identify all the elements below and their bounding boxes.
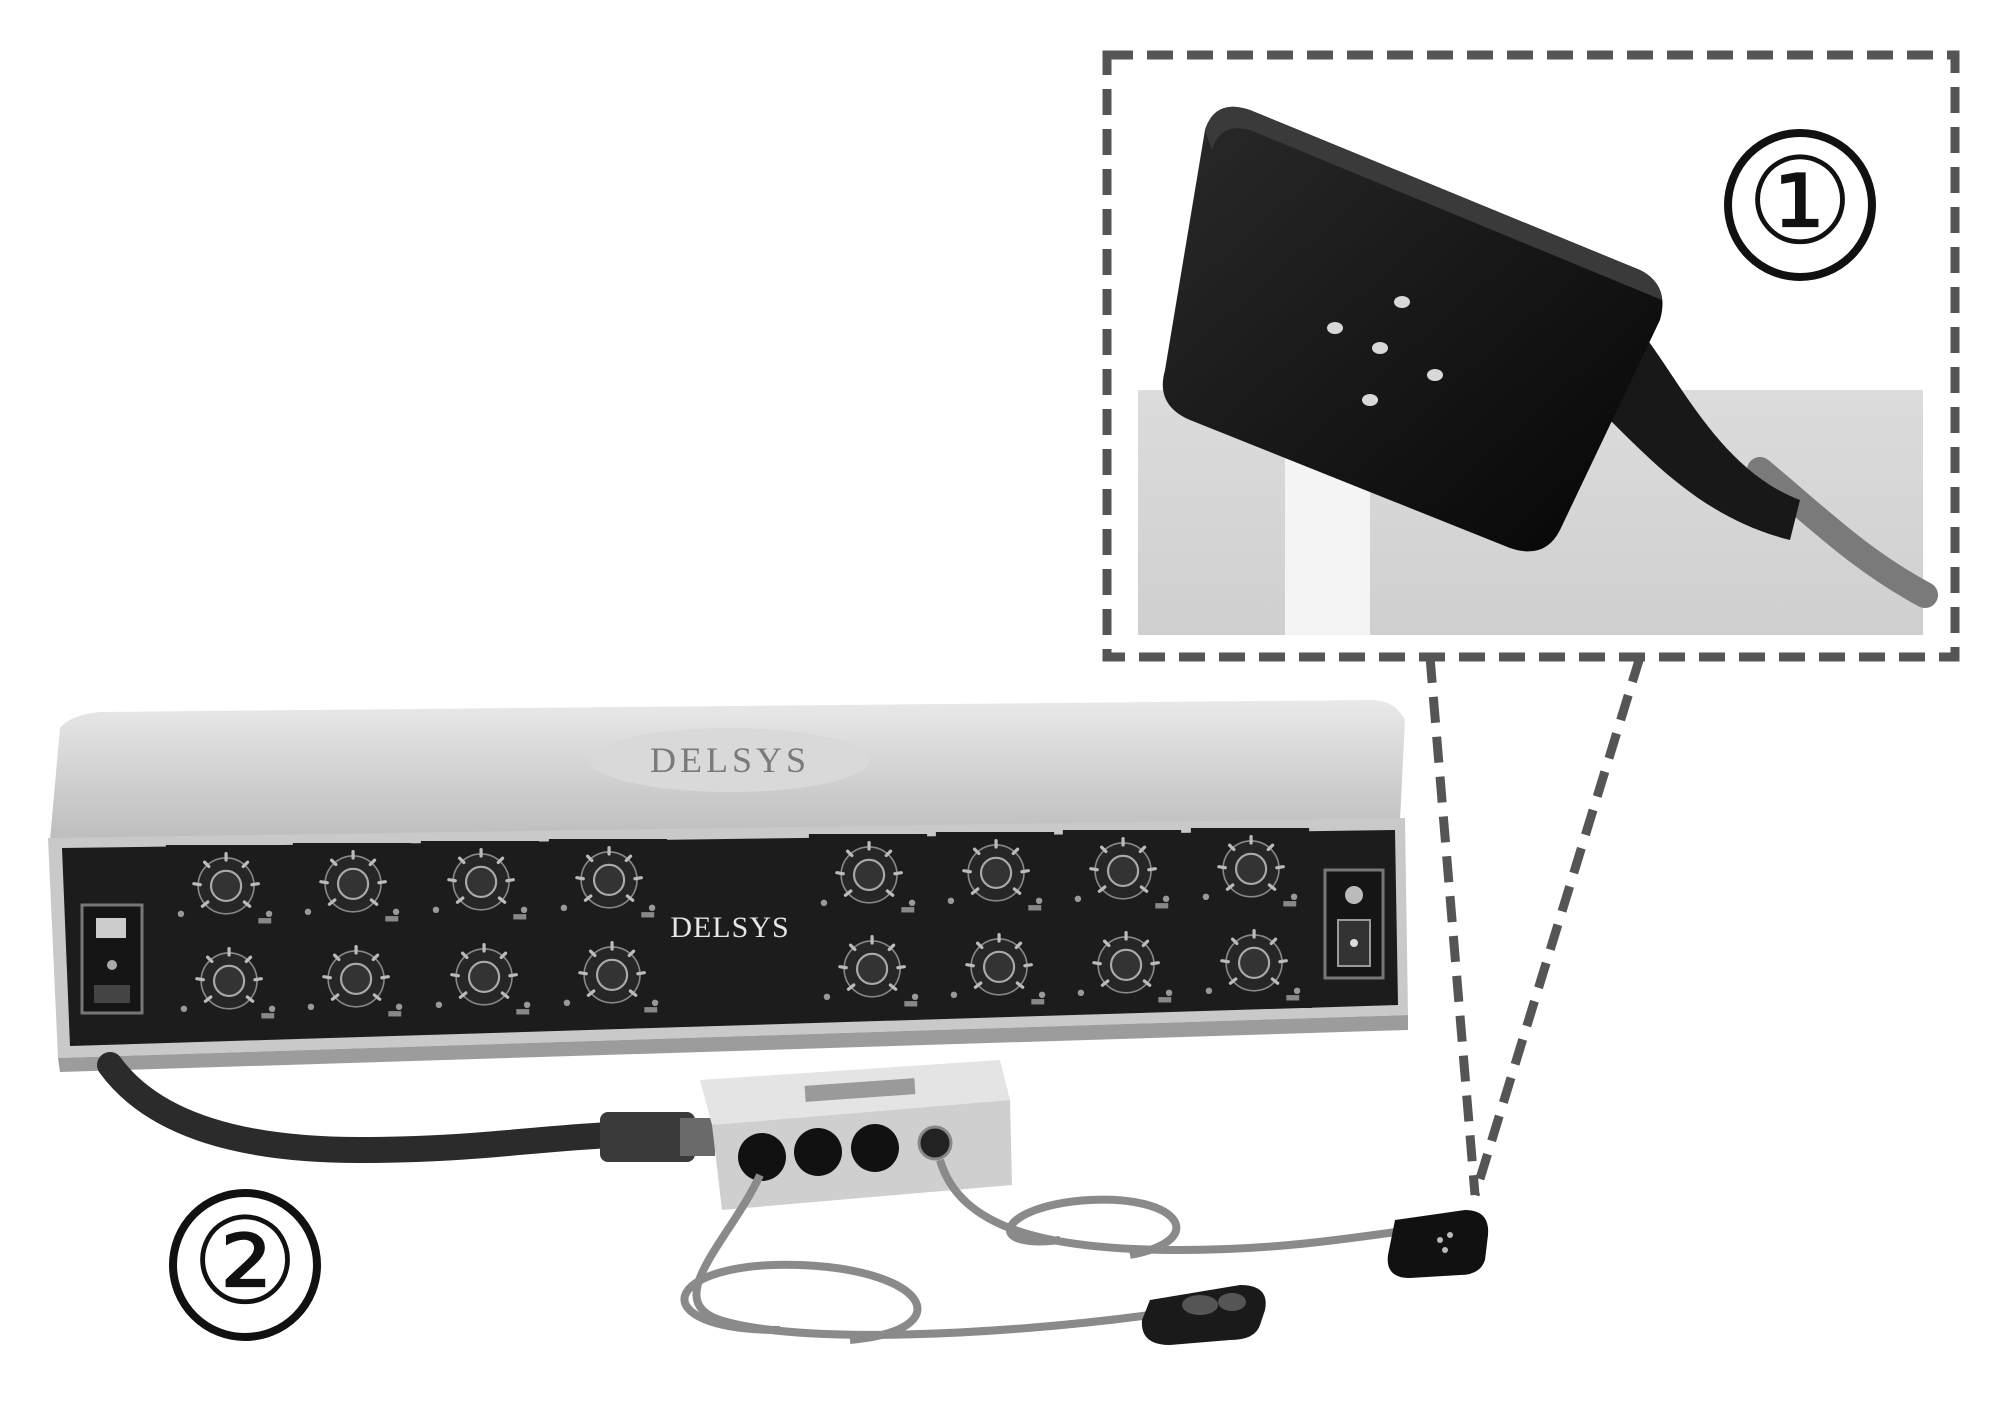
power-switch-right xyxy=(1323,868,1385,980)
marker-2-label: ② xyxy=(169,1189,321,1341)
sensor-electrode-contacts xyxy=(1327,296,1443,406)
marker-1-label: ① xyxy=(1724,129,1876,281)
sensor-zoom-inset: ① xyxy=(1102,50,1960,662)
sensor-cable-zoom xyxy=(1747,457,1938,608)
sensor-cable-a-loop xyxy=(1006,1195,1181,1259)
inset-dashed-border xyxy=(1102,50,1960,662)
sensor-body-zoom xyxy=(1162,106,1663,552)
main-cable xyxy=(97,1052,623,1164)
emg-sensor-b xyxy=(1141,1285,1266,1345)
sensor-cable-a xyxy=(936,1158,1411,1255)
marker-2-text: ② xyxy=(191,1193,299,1332)
callout-lines xyxy=(1425,655,1645,1197)
main-cable-connector xyxy=(600,1112,715,1162)
sensor-strain-relief xyxy=(1610,330,1800,540)
power-switch-left xyxy=(80,903,144,1015)
sensor-cable-b-loop xyxy=(680,1260,922,1344)
emg-sensor-a xyxy=(1387,1210,1489,1278)
marker-1-text: ① xyxy=(1746,133,1854,272)
amplifier-front-brand: DELSYS xyxy=(670,911,789,944)
input-module xyxy=(700,1060,1012,1210)
input-module-ports xyxy=(738,1124,953,1181)
amplifier-unit: DELSYS DELSYS xyxy=(48,700,1408,1072)
amplifier-top-brand: DELSYS xyxy=(650,740,810,780)
